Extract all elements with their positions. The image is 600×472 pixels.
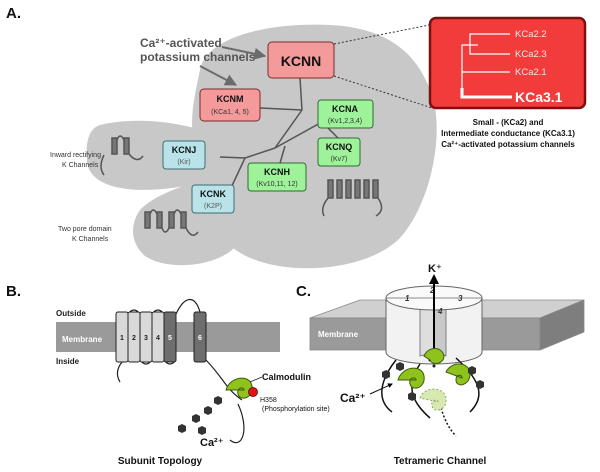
family-sub-kcnm: (KCa1, 4, 5)	[211, 109, 249, 116]
calcium-ions-b	[178, 396, 222, 435]
family-box-kcnn: KCNN	[267, 41, 335, 79]
calcium-arrow-c	[369, 383, 393, 395]
panel-b: B. Outside Inside Membrane 1 2 3	[6, 283, 330, 467]
panel-a-letter: A.	[6, 5, 21, 22]
family-label-kcnj: KCNJ	[172, 145, 197, 155]
inset-caption-3: Ca²⁺-activated potassium channels	[441, 140, 575, 149]
family-box-kcnq: KCNQ (Kv7)	[317, 137, 361, 167]
subunit-label-4: 4	[437, 307, 443, 316]
panel-b-letter: B.	[6, 283, 21, 300]
callout-arrow-kcnn	[221, 46, 267, 60]
subunit-label-2: 2	[429, 286, 435, 295]
outside-label: Outside	[56, 309, 86, 318]
membrane-label-c: Membrane	[318, 330, 359, 339]
calcium-ion	[476, 380, 484, 389]
segment-label-2: 2	[132, 335, 136, 342]
inset-leaf-kca2-3: KCa2.3	[515, 49, 547, 60]
subunit-label-3: 3	[458, 294, 463, 303]
calcium-label-b: Ca²⁺	[200, 437, 224, 449]
tetrameric-channel-title: Tetrameric Channel	[394, 456, 487, 467]
calmodulin-tetramer	[397, 348, 471, 411]
family-box-kcna: KCNA (Kv1,2,3,4)	[317, 99, 374, 129]
calcium-ions-c	[382, 362, 484, 401]
family-box-kcnm: KCNM (KCa1, 4, 5)	[199, 88, 261, 122]
site-note: (Phosphorylation site)	[262, 406, 330, 413]
calcium-ion	[198, 426, 206, 435]
zoom-line-top	[333, 23, 435, 45]
family-sub-kcnh: (Kv10,11, 12)	[256, 181, 298, 188]
callout-arrow-kcnm	[199, 65, 238, 86]
segment-s6	[193, 311, 207, 363]
calcium-ion	[396, 362, 404, 371]
family-box-kcnj: KCNJ (Kir)	[162, 140, 206, 170]
inset-leaf-kca2-2: KCa2.2	[515, 29, 547, 40]
family-box-kcnk: KCNK (K2P)	[191, 184, 235, 214]
zoom-line-bottom	[333, 75, 433, 109]
callout-line-1: Ca²⁺-activated	[140, 36, 222, 50]
kv-topology-glyph	[321, 179, 383, 217]
inset-leaf-kca2-1: KCa2.1	[515, 67, 547, 78]
inset-leaf-kca3-1: KCa3.1	[515, 89, 563, 105]
callout-line-2: potassium channels	[140, 50, 256, 64]
family-label-kcnn: KCNN	[281, 53, 321, 69]
family-sub-kcna: (Kv1,2,3,4)	[328, 118, 362, 125]
calmodulin-shape	[225, 377, 253, 399]
kir-topology-glyph	[100, 135, 144, 176]
segment-label-1: 1	[120, 335, 124, 342]
k2p-topology-glyph	[144, 209, 199, 236]
two-pore-label-2: K Channels	[72, 236, 109, 243]
family-label-kcna: KCNA	[332, 104, 358, 114]
calcium-label-c: Ca²⁺	[340, 391, 366, 405]
segment-label-5: 5	[168, 335, 172, 342]
segment-label-3: 3	[144, 335, 148, 342]
potassium-label: K⁺	[428, 263, 442, 275]
main-family-blob	[192, 24, 437, 269]
family-sub-kcnj: (Kir)	[177, 159, 190, 166]
subunit-label-1: 1	[405, 294, 410, 303]
segment-label-6: 6	[198, 335, 202, 342]
family-label-kcnk: KCNK	[200, 189, 226, 199]
inside-label: Inside	[56, 357, 80, 366]
calmodulin-leader	[249, 376, 263, 383]
family-label-kcnm: KCNM	[217, 94, 244, 104]
inward-rectifier-label-1: Inward rectifying	[50, 152, 101, 159]
calcium-ion	[178, 424, 186, 433]
phosphorylation-site-dot	[248, 387, 258, 397]
subunit-topology-title: Subunit Topology	[118, 456, 203, 467]
transmembrane-segments: 1 2 3 4 5 6	[115, 311, 207, 363]
two-pore-label-1: Two pore domain	[58, 226, 112, 233]
calcium-ion	[204, 406, 212, 415]
site-label: H358	[260, 397, 277, 404]
calcium-ion	[214, 396, 222, 405]
calmodulin-label: Calmodulin	[262, 372, 311, 382]
segment-s5	[163, 311, 177, 363]
inward-rectifier-label-2: K Channels	[62, 162, 99, 169]
segment-label-4: 4	[156, 335, 160, 342]
membrane-label-b: Membrane	[62, 335, 103, 344]
calcium-ion	[192, 414, 200, 423]
family-label-kcnq: KCNQ	[326, 142, 353, 152]
panel-c: C. Membrane 1 2 3 4 K⁺	[296, 263, 585, 467]
family-sub-kcnk: (K2P)	[204, 203, 222, 210]
family-label-kcnh: KCNH	[264, 167, 290, 177]
inset-caption-1: Small - (KCa2) and	[473, 118, 544, 127]
panel-c-letter: C.	[296, 283, 311, 300]
calcium-ion	[382, 370, 390, 379]
kca-inset: KCa2.2 KCa2.3 KCa2.1 KCa3.1	[428, 16, 587, 110]
panel-a: A. Ca²⁺-activated potassium channels KCN…	[6, 5, 587, 269]
inset-caption-2: Intermediate conductance (KCa3.1)	[441, 129, 575, 138]
family-box-kcnh: KCNH (Kv10,11, 12)	[247, 162, 307, 192]
calcium-ion	[408, 392, 416, 401]
family-sub-kcnq: (Kv7)	[331, 156, 348, 163]
calcium-ion	[468, 366, 476, 375]
